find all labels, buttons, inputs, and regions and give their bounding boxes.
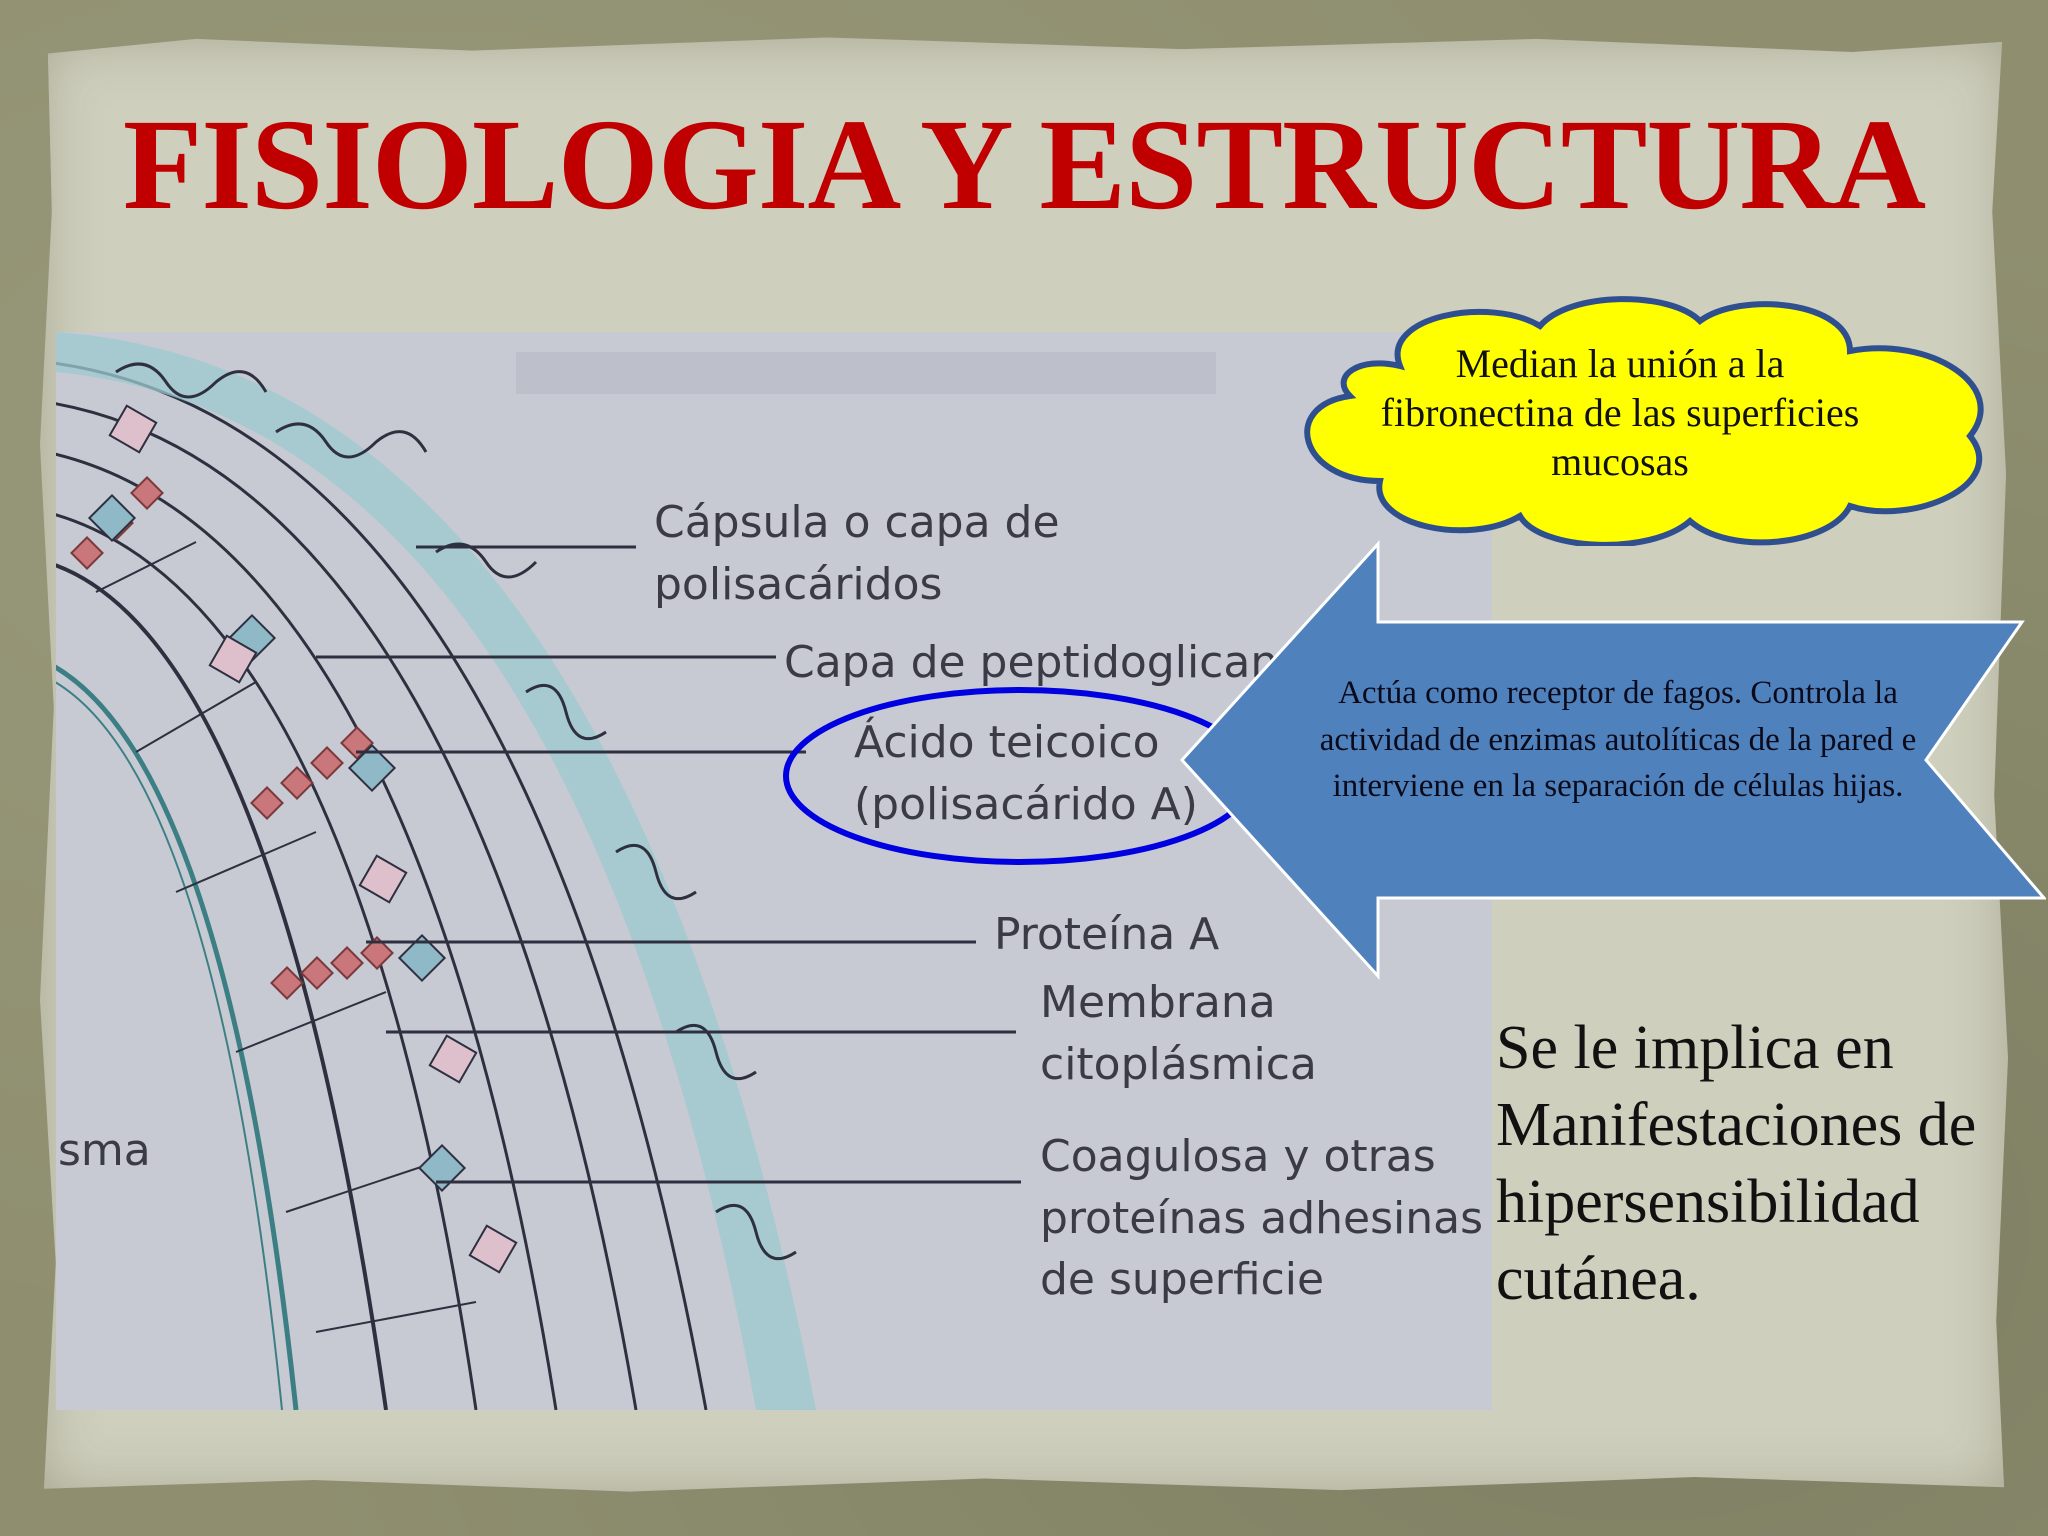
label-teichoic-acid: Ácido teicoico (polisacárido A) [854, 717, 1198, 830]
cloud-callout-text: Median la unión a la fibronectina de las… [1380, 341, 1860, 484]
label-cytoplasm-fragment: sma [58, 1125, 151, 1176]
label-cytoplasmic-membrane: Membrana citoplásmica [1040, 977, 1317, 1090]
cloud-callout [1304, 296, 1984, 546]
label-pointer-lines [316, 545, 1021, 1184]
label-capsule: Cápsula o capa de polisacáridos [654, 497, 1060, 610]
faint-header-remnant [516, 352, 1216, 394]
label-coagulase-adhesins: Coagulosa y otras proteínas adhesinas de… [1040, 1131, 1484, 1306]
cell-wall-diagram-photo: Cápsula o capa de polisacáridos Capa de … [56, 332, 1492, 1410]
slide-title: FISIOLOGIA Y ESTRUCTURA [122, 93, 1926, 237]
label-protein-a: Proteína A [994, 909, 1220, 960]
cell-wall-diagram [56, 332, 1216, 1410]
capsule-squiggles [115, 362, 797, 1261]
hypersensitivity-note: Se le implica en Manifestaciones de hipe… [1496, 1014, 1977, 1313]
protein-a-diamonds [87, 493, 467, 1193]
label-peptidoglycan: Capa de peptidoglicano [784, 637, 1306, 688]
left-arrow-callout [1180, 540, 2046, 980]
layer-crosslines [95, 541, 477, 1333]
adhesin-squares [108, 404, 518, 1274]
arrow-callout-text: Actúa como receptor de fagos. Controla l… [1319, 675, 1917, 805]
